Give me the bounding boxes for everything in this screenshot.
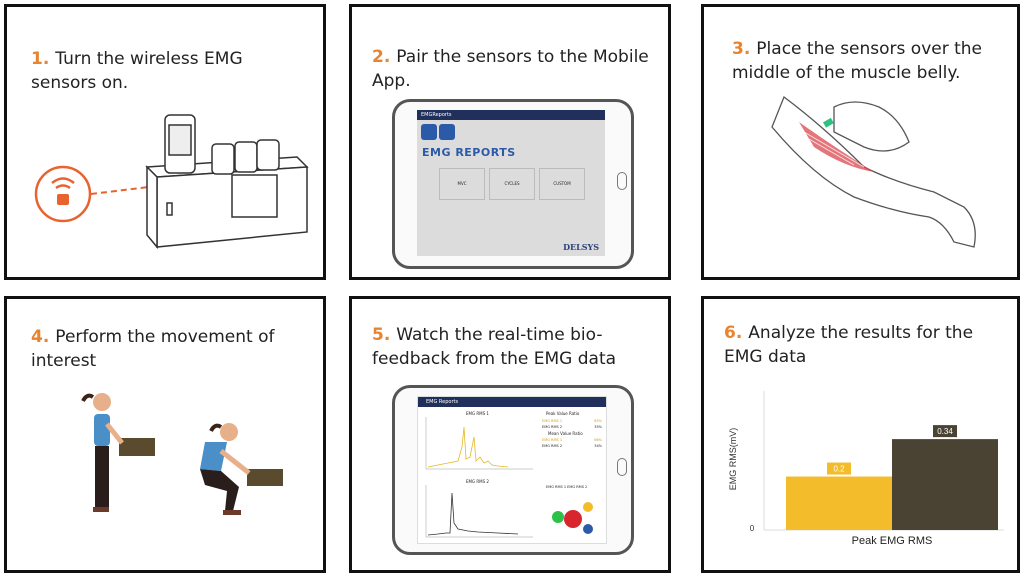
- chart-logo-icon: [439, 124, 455, 140]
- wireless-icon: [34, 165, 92, 223]
- bar-series-2: [892, 439, 998, 530]
- data-label-bg-1: [827, 462, 851, 475]
- step-6-text: 6.Analyze the results for the EMG data: [724, 323, 974, 367]
- data-label-2: 0.34: [937, 427, 953, 436]
- step-2-text: 2.Pair the sensors to the Mobile App.: [372, 47, 649, 91]
- standing-figure: [81, 393, 155, 512]
- custom-button[interactable]: CUSTOM: [539, 168, 585, 200]
- y-axis-label: EMG RMS(mV): [728, 428, 738, 491]
- step-4-panel: 4.Perform the movement of interest: [4, 296, 326, 573]
- squatting-figure: [200, 423, 283, 515]
- data-label-1: 0.2: [833, 465, 845, 474]
- home-button[interactable]: [617, 458, 627, 476]
- step-3-panel: 3.Place the sensors over the middle of t…: [701, 4, 1020, 280]
- app-title: EMG REPORTS: [422, 146, 516, 159]
- arm-illustration: [771, 95, 976, 248]
- bar-chart: EMG RMS(mV) 0 Peak EMG RMS 0.2 0.34: [728, 391, 1004, 547]
- squat-illustration: [81, 393, 283, 515]
- chart1-title: EMG RMS 1: [466, 411, 489, 416]
- chart2-title: EMG RMS 2: [466, 479, 489, 484]
- sensor-dock-illustration: [34, 114, 309, 250]
- home-button[interactable]: [617, 172, 627, 190]
- step-4-text: 4.Perform the movement of interest: [31, 327, 275, 371]
- x-axis-label: Peak EMG RMS: [852, 535, 933, 547]
- tablet-app: EMGReports EMG REPORTS MVC CYCLES CUSTOM…: [392, 99, 634, 269]
- legend: EMG RMS 1 EMG RMS 2: [546, 485, 588, 489]
- feedback-header: EMG Reports: [418, 397, 606, 407]
- bar-series-1: [786, 476, 892, 530]
- step-1-panel: 1.Turn the wireless EMG sensors on.: [4, 4, 326, 280]
- data-label-bg-2: [933, 425, 957, 438]
- step-5-text: 5.Watch the real-time bio-feedback from …: [372, 325, 617, 369]
- dock: [145, 114, 309, 250]
- feedback-screen: EMG Reports EMG RMS 1 Peak Value Ratio E…: [417, 396, 607, 544]
- step-5-panel: 5.Watch the real-time bio-feedback from …: [349, 296, 671, 573]
- step-2-panel: 2.Pair the sensors to the Mobile App. EM…: [349, 4, 671, 280]
- mean-title: Mean Value Ratio: [548, 431, 583, 436]
- tablet-screen: EMGReports EMG REPORTS MVC CYCLES CUSTOM…: [417, 110, 605, 256]
- step-6-panel: 6.Analyze the results for the EMG data E…: [701, 296, 1020, 573]
- step-3-text: 3.Place the sensors over the middle of t…: [732, 39, 983, 83]
- emg-traces: [425, 417, 593, 538]
- muscle: [799, 122, 874, 172]
- app-header: EMGReports: [417, 110, 605, 120]
- mvc-button[interactable]: MVC: [439, 168, 485, 200]
- step-1-text: 1.Turn the wireless EMG sensors on.: [31, 49, 243, 93]
- app-logo-icon: [421, 124, 437, 140]
- peak-title: Peak Value Ratio: [546, 411, 580, 416]
- tablet-feedback: EMG Reports EMG RMS 1 Peak Value Ratio E…: [392, 385, 634, 555]
- brand-logo: DELSYS: [563, 242, 599, 252]
- cycles-button[interactable]: CYCLES: [489, 168, 535, 200]
- y-tick-0: 0: [750, 524, 755, 533]
